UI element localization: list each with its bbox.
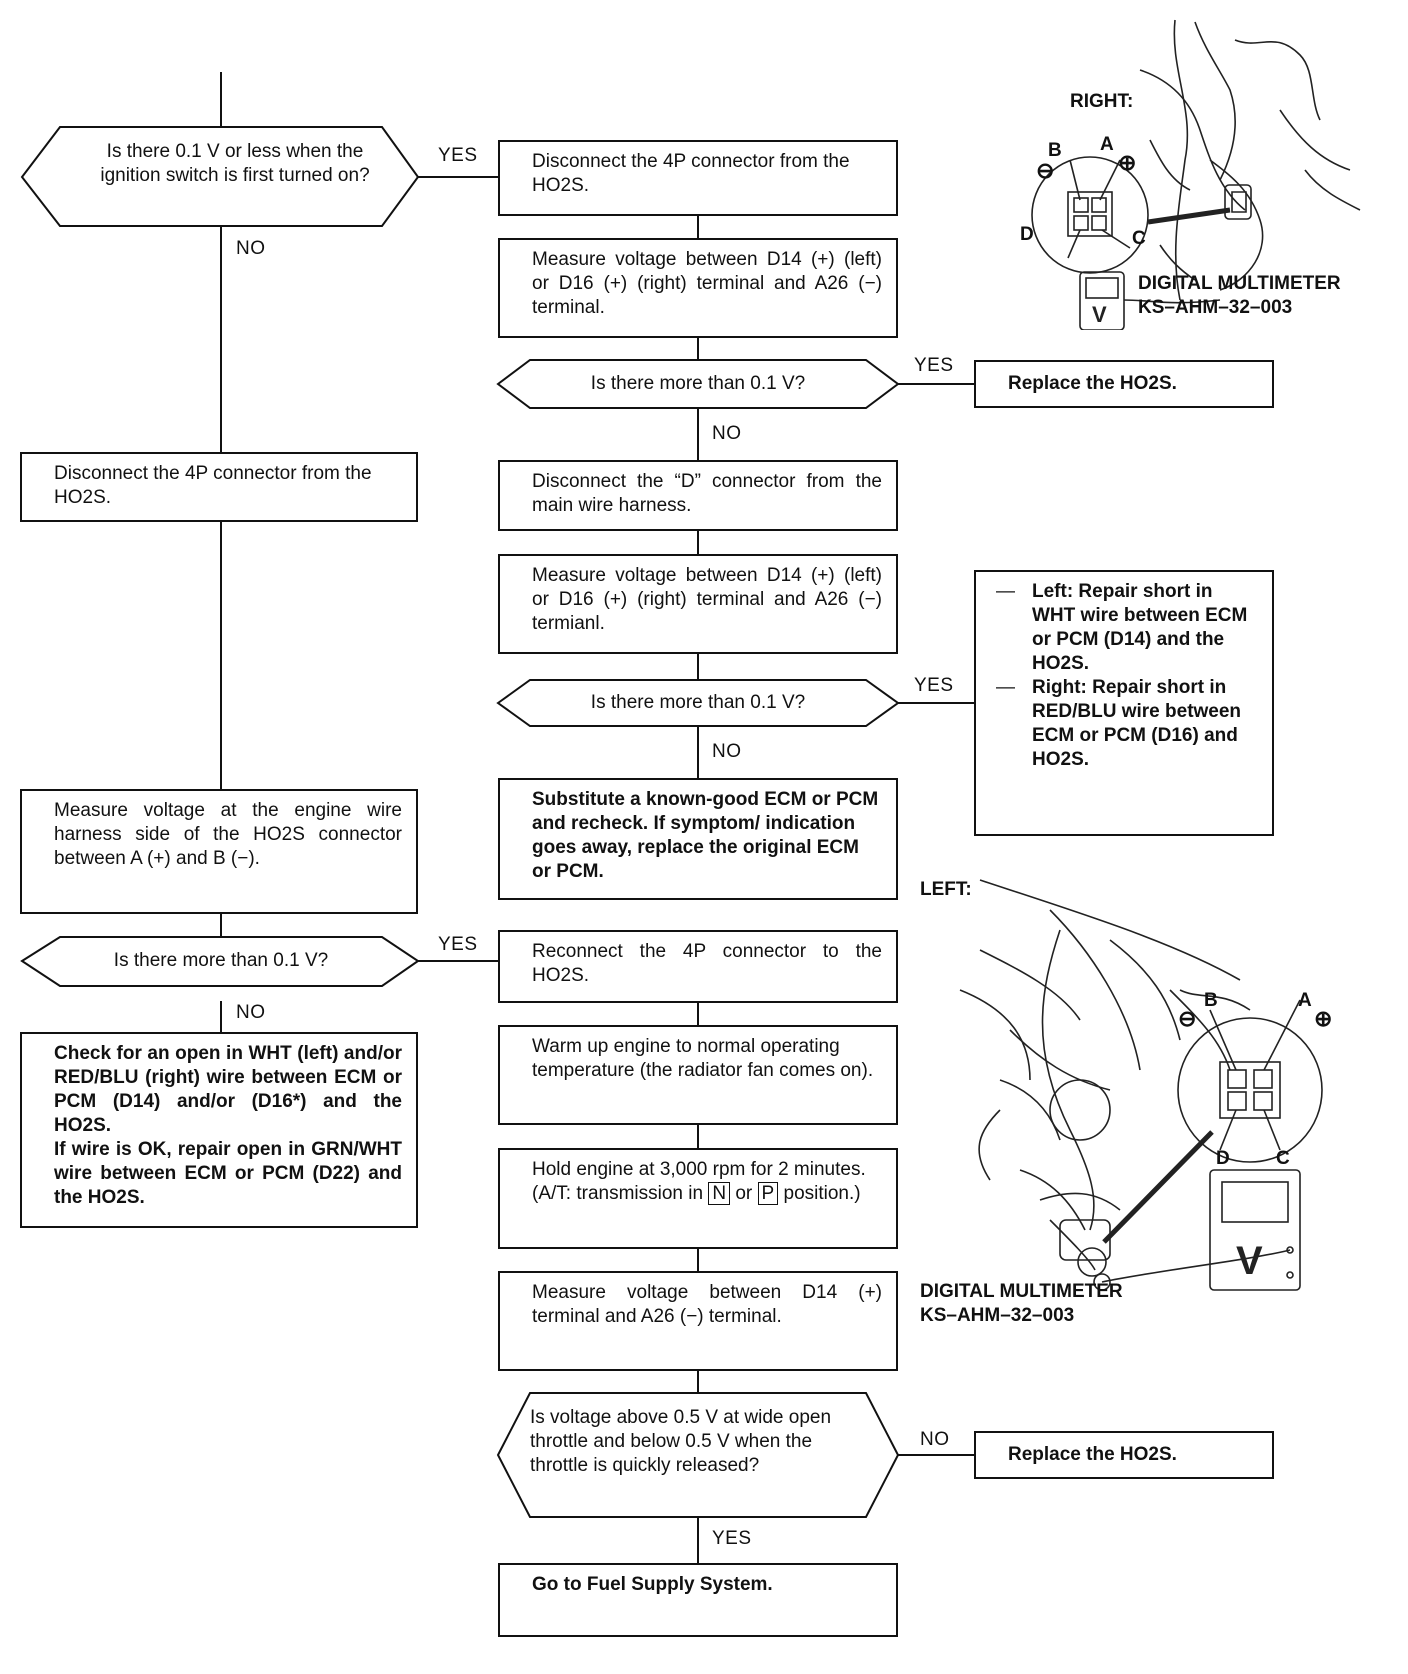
right-replace-ho2s-text-2: Replace the HO2S. [1008,1444,1177,1465]
pin-b-label: B [1204,990,1218,1011]
center-measure2-text: Measure voltage between D14 (+) (left) o… [532,565,882,634]
right-view-title: RIGHT: [1070,91,1134,112]
pin-d-label: D [1216,1148,1230,1169]
center-hold-or-text: or [735,1183,753,1204]
left-decision-voltage-low: Is there 0.1 V or less when the ignition… [100,140,370,188]
pin-a-label: A [1298,990,1312,1011]
center-decision1: Is there more than 0.1 V? [530,372,866,396]
pin-a-label: A [1100,134,1114,155]
left-sensor-figure: V LEFT: B A ⊖ ⊕ D C DIGITAL MULTIMETER K… [920,870,1390,1340]
pin-c-label: C [1132,228,1146,249]
label-no: NO [712,423,742,444]
label-yes: YES [914,355,954,376]
center-decision3-text: Is voltage above 0.5 V at wide open thro… [530,1407,832,1476]
center-substitute-box: Substitute a known-good ECM or PCM and r… [498,778,898,900]
left-decision-more-than-text: Is there more than 0.1 V? [113,950,329,971]
right-sensor-figure: V RIGHT: B A ⊖ ⊕ D C DIGITAL MULTIMETER … [1020,10,1400,331]
left-multimeter-name: DIGITAL MULTIMETER [920,1281,1123,1302]
minus-icon: ⊖ [1178,1006,1197,1031]
right-multimeter-part-number: KS–AHM–32–003 [1138,297,1293,318]
label-yes: YES [712,1528,752,1549]
svg-text:V: V [1092,302,1107,327]
right-replace-ho2s-box-2: Replace the HO2S. [974,1431,1274,1479]
center-measure1-box: Measure voltage between D14 (+) (left) o… [498,238,898,338]
left-disconnect-4p-box: Disconnect the 4P connector from the HO2… [20,452,418,522]
center-warm-up-text: Warm up engine to normal operating tempe… [532,1036,874,1081]
center-disconnect-4p-box: Disconnect the 4P connector from the HO2… [498,140,898,216]
gear-n-indicator: N [708,1182,731,1205]
label-no: NO [236,238,266,259]
label-yes: YES [914,675,954,696]
left-check-open-box: Check for an open in WHT (left) and/or R… [20,1032,418,1228]
center-fuel-supply-text: Go to Fuel Supply System. [532,1574,773,1595]
label-no: NO [712,741,742,762]
center-fuel-supply-box: Go to Fuel Supply System. [498,1563,898,1637]
left-check-open-text: Check for an open in WHT (left) and/or R… [54,1043,402,1136]
left-decision-more-than: Is there more than 0.1 V? [60,949,382,973]
center-disconnect-d-text: Disconnect the “D” connector from the ma… [532,471,882,516]
plus-icon: ⊕ [1314,1006,1333,1031]
right-engine-illustration: V [1031,19,1361,331]
left-disconnect-4p-text: Disconnect the 4P connector from the HO2… [54,463,372,508]
left-decision-voltage-low-text: Is there 0.1 V or less when the ignition… [100,141,370,186]
center-measure1-text: Measure voltage between D14 (+) (left) o… [532,249,882,318]
repair-right-item: Right: Repair short in RED/BLU wire betw… [990,676,1258,772]
left-multimeter-label: DIGITAL MULTIMETER KS–AHM–32–003 [920,1280,1123,1328]
left-multimeter-part-number: KS–AHM–32–003 [920,1305,1075,1326]
center-decision1-text: Is there more than 0.1 V? [590,373,806,394]
left-measure-harness-text: Measure voltage at the engine wire harne… [54,800,402,869]
pin-b-label: B [1048,140,1062,161]
left-view-title: LEFT: [920,879,972,900]
right-repair-short-box: Left: Repair short in WHT wire between E… [974,570,1274,836]
left-repair-open-text: If wire is OK, repair open in GRN/WHT wi… [54,1139,402,1208]
left-measure-harness-box: Measure voltage at the engine wire harne… [20,789,418,914]
left-engine-illustration: V [959,879,1323,1291]
pin-c-label: C [1276,1148,1290,1169]
center-disconnect-d-box: Disconnect the “D” connector from the ma… [498,460,898,531]
label-yes: YES [438,934,478,955]
center-reconnect-text: Reconnect the 4P connector to the HO2S. [532,941,882,986]
label-no: NO [920,1429,950,1450]
right-multimeter-label: DIGITAL MULTIMETER KS–AHM–32–003 [1138,272,1341,320]
center-disconnect-4p-text: Disconnect the 4P connector from the HO2… [532,151,850,196]
center-hold-rpm-box: Hold engine at 3,000 rpm for 2 minutes. … [498,1148,898,1249]
center-warm-up-box: Warm up engine to normal operating tempe… [498,1025,898,1125]
minus-icon: ⊖ [1036,158,1055,183]
center-decision3: Is voltage above 0.5 V at wide open thro… [530,1406,860,1478]
label-yes: YES [438,145,478,166]
center-decision2-text: Is there more than 0.1 V? [590,692,806,713]
plus-icon: ⊕ [1118,150,1137,175]
pin-d-label: D [1020,224,1034,245]
repair-short-list: Left: Repair short in WHT wire between E… [990,580,1258,772]
center-hold-position-text: position.) [783,1183,861,1204]
right-replace-ho2s-box-1: Replace the HO2S. [974,360,1274,408]
center-measure3-text: Measure voltage between D14 (+) terminal… [532,1282,882,1327]
repair-left-item: Left: Repair short in WHT wire between E… [990,580,1258,676]
label-no: NO [236,1002,266,1023]
center-substitute-text: Substitute a known-good ECM or PCM and r… [532,789,879,882]
center-decision2: Is there more than 0.1 V? [530,691,866,715]
center-measure2-box: Measure voltage between D14 (+) (left) o… [498,554,898,654]
right-replace-ho2s-text-1: Replace the HO2S. [1008,373,1177,394]
svg-text:V: V [1236,1239,1263,1283]
right-multimeter-name: DIGITAL MULTIMETER [1138,273,1341,294]
center-measure3-box: Measure voltage between D14 (+) terminal… [498,1271,898,1371]
gear-p-indicator: P [757,1182,779,1205]
center-hold-rpm-text: Hold engine at 3,000 rpm for 2 minutes. … [532,1159,866,1204]
center-reconnect-box: Reconnect the 4P connector to the HO2S. [498,930,898,1003]
